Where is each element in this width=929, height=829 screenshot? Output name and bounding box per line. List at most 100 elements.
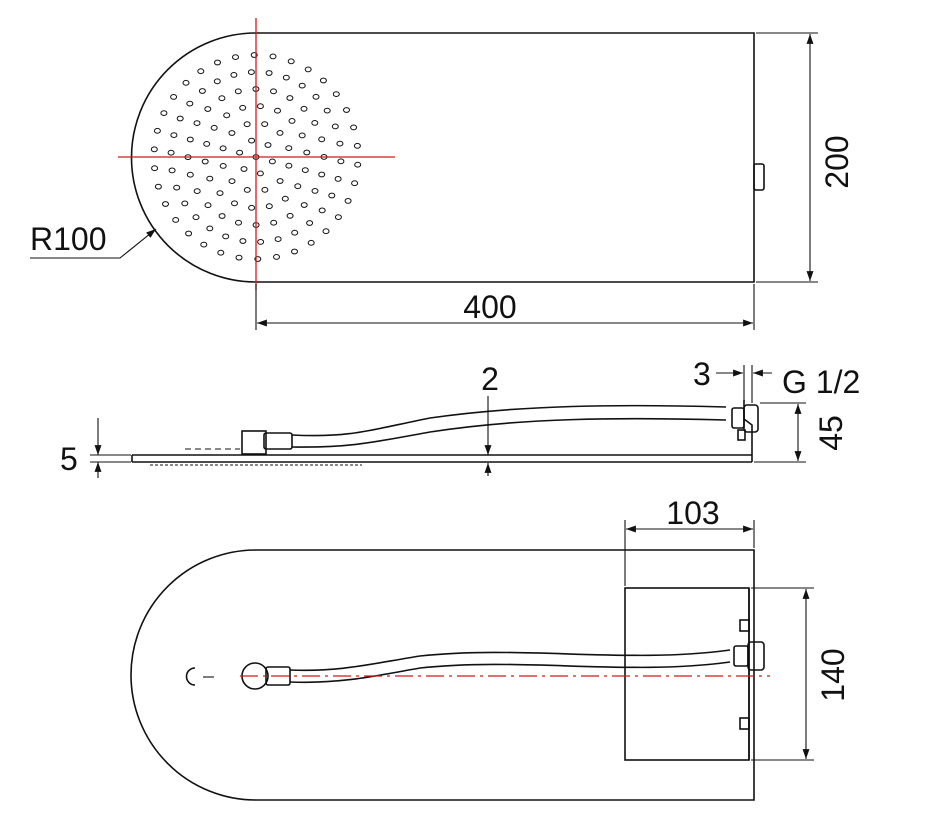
bottom-hose-upper bbox=[289, 649, 731, 672]
nozzle-hole bbox=[181, 200, 189, 207]
nozzle-hole bbox=[311, 120, 319, 126]
nozzle-hole bbox=[268, 158, 276, 165]
radius-label: R100 bbox=[30, 221, 107, 257]
nozzle-hole bbox=[186, 100, 194, 107]
top-view-inlet-stub bbox=[753, 163, 765, 191]
nozzle-hole bbox=[312, 93, 320, 100]
nozzle-hole bbox=[239, 104, 247, 111]
plate-thickness-label: 5 bbox=[60, 441, 78, 477]
nozzle-hole bbox=[311, 188, 319, 194]
nozzle-hole bbox=[274, 236, 282, 243]
nozzle-hole-array bbox=[150, 52, 362, 262]
bracket-plate bbox=[624, 587, 750, 761]
nozzle-hole bbox=[217, 249, 225, 256]
nozzle-hole bbox=[235, 219, 242, 226]
inlet-body bbox=[241, 430, 267, 455]
nozzle-hole bbox=[304, 66, 312, 73]
nozzle-hole bbox=[231, 200, 238, 207]
nozzle-hole bbox=[351, 180, 359, 187]
nozzle-hole bbox=[256, 170, 264, 177]
height-label: 45 bbox=[813, 415, 849, 451]
bracket-screw-bottom bbox=[739, 717, 750, 730]
nozzle-hole bbox=[176, 115, 184, 122]
nozzle-hole bbox=[185, 230, 193, 237]
nozzle-hole bbox=[274, 107, 281, 114]
inlet-connector bbox=[743, 404, 759, 433]
nozzle-hole bbox=[230, 72, 238, 78]
nozzle-hole bbox=[228, 130, 236, 136]
nozzle-hole bbox=[285, 145, 293, 152]
nozzle-hole bbox=[334, 214, 342, 221]
nozzle-hole bbox=[167, 149, 175, 156]
nozzle-hole bbox=[219, 163, 227, 169]
nozzle-hole bbox=[222, 233, 230, 240]
nozzle-hole bbox=[160, 110, 168, 116]
nozzle-hole bbox=[291, 229, 299, 236]
nozzle-hole bbox=[343, 107, 350, 113]
nozzle-hole bbox=[288, 118, 296, 124]
nozzle-hole bbox=[235, 254, 243, 261]
thread-label: G 1/2 bbox=[782, 364, 860, 400]
nozzle-hole bbox=[216, 190, 224, 197]
nozzle-hole bbox=[264, 142, 272, 148]
nozzle-hole bbox=[318, 136, 326, 143]
nozzle-hole bbox=[236, 149, 244, 156]
nozzle-hole bbox=[234, 88, 242, 95]
nozzle-hole bbox=[186, 171, 194, 178]
nozzle-hole bbox=[261, 186, 269, 193]
nozzle-hole bbox=[257, 239, 265, 245]
nozzle-hole bbox=[265, 203, 273, 210]
nozzle-hole bbox=[334, 176, 342, 182]
nozzle-hole bbox=[248, 137, 256, 144]
nozzle-hole bbox=[300, 105, 308, 112]
inlet-nut bbox=[731, 407, 745, 429]
nozzle-hole bbox=[170, 94, 178, 100]
nozzle-hole bbox=[201, 158, 209, 165]
nozzle-hole bbox=[318, 207, 326, 214]
nozzle-hole bbox=[318, 171, 326, 178]
nozzle-hole bbox=[285, 162, 293, 169]
nozzle-hole bbox=[286, 212, 294, 219]
bracket-width-label: 103 bbox=[666, 495, 719, 531]
nozzle-hole bbox=[200, 241, 208, 248]
nozzle-hole bbox=[162, 201, 169, 207]
nozzle-hole bbox=[240, 166, 248, 172]
nozzle-hole bbox=[168, 167, 176, 174]
nozzle-hole bbox=[204, 106, 212, 112]
width-label: 200 bbox=[819, 135, 855, 188]
bracket-tab bbox=[737, 429, 746, 441]
top-view-outline bbox=[130, 32, 755, 283]
top-view: R100 400 200 bbox=[30, 18, 855, 330]
nozzle-hole bbox=[232, 54, 239, 60]
bottom-inlet-nut bbox=[733, 645, 749, 667]
nozzle-hole bbox=[286, 95, 294, 101]
nozzle-hole bbox=[206, 225, 214, 232]
nozzle-hole bbox=[214, 59, 221, 66]
nozzle-hole bbox=[151, 165, 159, 172]
nozzle-hole bbox=[294, 183, 302, 190]
nozzle-hole bbox=[298, 132, 306, 139]
hose-lower bbox=[291, 417, 727, 448]
nozzle-hole bbox=[219, 145, 227, 152]
nozzle-hole bbox=[198, 88, 206, 94]
nozzle-hole bbox=[323, 107, 331, 114]
nozzle-hole bbox=[344, 198, 352, 204]
nozzle-hole bbox=[331, 123, 339, 130]
nozzle-hole bbox=[193, 120, 201, 126]
side-view: 2 3 G 1/2 5 45 bbox=[60, 356, 860, 478]
nozzle-hole bbox=[213, 78, 221, 85]
nozzle-hole bbox=[306, 220, 314, 226]
bottom-hose-lower bbox=[289, 661, 731, 684]
wall-thickness-label: 2 bbox=[481, 361, 499, 397]
nozzle-hole bbox=[186, 136, 194, 143]
nozzle-hole bbox=[247, 69, 255, 75]
bracket-screw-top bbox=[739, 619, 750, 632]
offset-label: 3 bbox=[693, 356, 711, 392]
nozzle-hole bbox=[276, 178, 284, 184]
nozzle-hole bbox=[256, 103, 264, 110]
nozzle-hole bbox=[173, 184, 181, 191]
bracket-height-label: 140 bbox=[815, 648, 851, 701]
nozzle-hole bbox=[210, 124, 218, 131]
nozzle-hole bbox=[354, 161, 362, 168]
nozzle-hole bbox=[270, 88, 277, 95]
